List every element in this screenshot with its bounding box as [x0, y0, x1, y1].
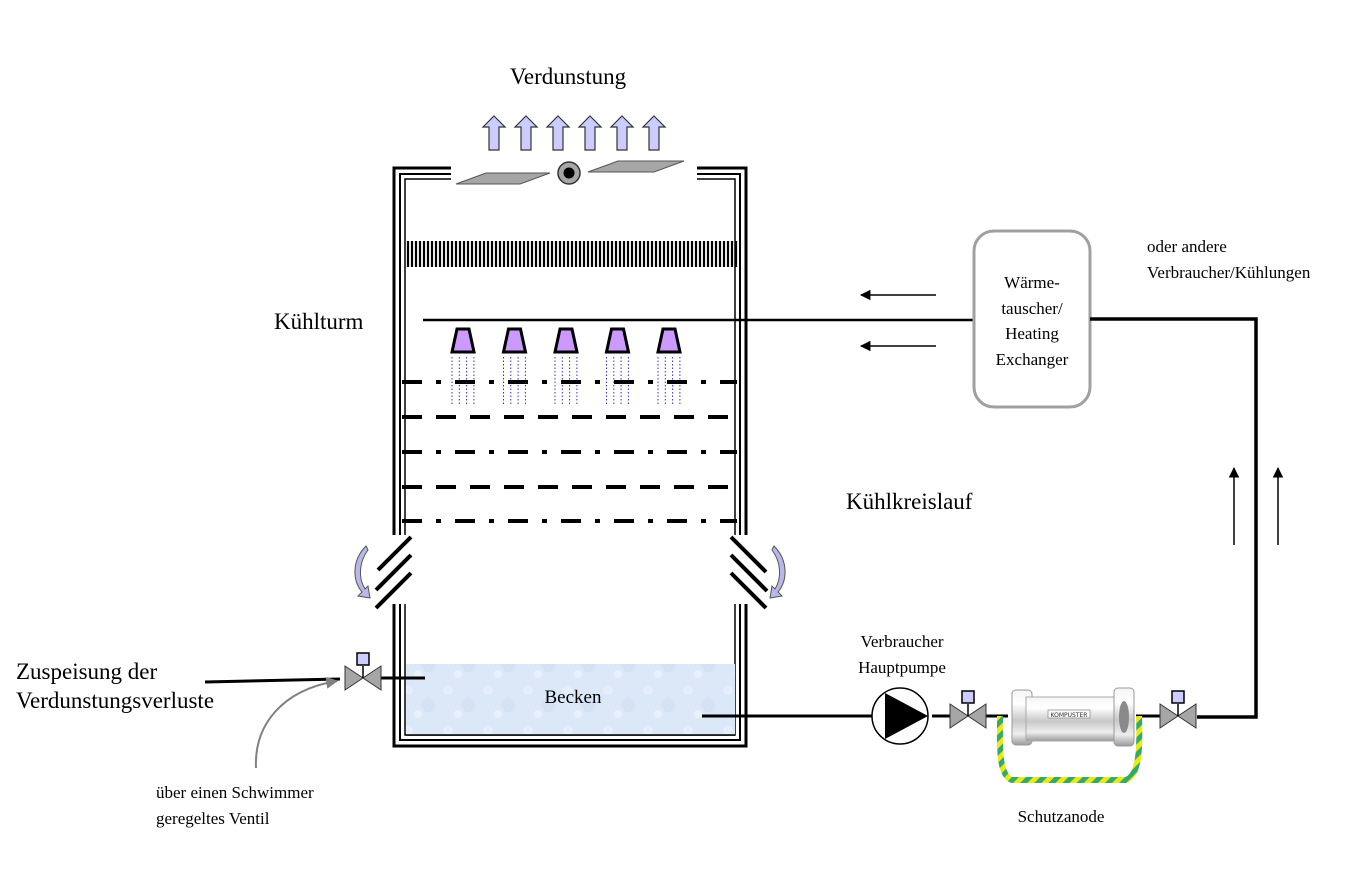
evaporation-arrow-icon [545, 115, 571, 151]
fan [455, 160, 685, 185]
float-valve-label-line2: geregeltes Ventil [156, 809, 270, 828]
main-pump-label-line2: Hauptpumpe [858, 658, 946, 677]
feed-label-line1: Zuspeisung der [16, 659, 158, 684]
spray-nozzle [604, 327, 631, 404]
other-consumers-label-line1: oder andere [1147, 237, 1227, 256]
evaporation-label: Verdunstung [510, 64, 627, 89]
main-pump-label-line1: Verbraucher [860, 632, 943, 651]
heat-exchanger-label-line2: tauscher/ [1001, 299, 1063, 318]
nozzle-icon [656, 327, 682, 354]
protective-anode: KOMPUSTER [1011, 687, 1135, 747]
fill-layers [402, 380, 737, 523]
heat-exchanger-label-line3: Heating [1005, 324, 1059, 343]
air-flow-arrow-left-icon [354, 545, 371, 599]
basin-label-overlay: Becken [545, 687, 602, 708]
heat-exchanger [972, 229, 1092, 409]
heat-exchanger-label-line1: Wärme- [1004, 273, 1060, 292]
nozzle-icon [553, 327, 579, 354]
evaporation-arrow-icon [481, 115, 507, 151]
evaporation-arrow-icon [577, 115, 603, 151]
nozzle-icon [604, 327, 631, 354]
other-consumers-label-line2: Verbraucher/Kühlungen [1147, 263, 1311, 282]
pump-triangle-icon [885, 693, 928, 739]
nozzle-icon [450, 327, 476, 354]
spray-nozzle [501, 327, 528, 404]
spray-nozzle [450, 327, 476, 404]
nozzle-icon [501, 327, 528, 354]
drift-eliminator [406, 241, 738, 267]
valve-actuator-icon [356, 652, 370, 666]
basin-water [406, 664, 735, 735]
air-inlet-right [729, 535, 786, 610]
heat-exchanger-label-line4: Exchanger [996, 350, 1069, 369]
main-pump[interactable] [871, 687, 929, 745]
anode-body [1025, 696, 1119, 742]
fan-blade-left [455, 172, 551, 185]
fan-hub-center [563, 167, 575, 179]
pump-outlet-valve[interactable] [949, 690, 987, 729]
feed-valve[interactable] [344, 652, 382, 691]
feed-label-line2: Verdunstungsverluste [16, 688, 214, 713]
evaporation-arrow-icon [513, 115, 539, 151]
cooling-tower-label: Kühlturm [274, 309, 364, 334]
float-valve-label-line1: über einen Schwimmer [156, 783, 314, 802]
protective-anode-label: Schutzanode [1018, 807, 1105, 826]
cooling-circuit-label: Kühlkreislauf [846, 489, 973, 514]
feed-pipe [204, 677, 341, 684]
anode-brand-label: KOMPUSTER [1051, 712, 1088, 719]
spray-nozzles [450, 327, 682, 404]
air-inlet-left [354, 535, 413, 610]
anode-ground-cable [996, 715, 1143, 783]
spray-nozzle [656, 327, 682, 404]
evaporation-arrows [481, 115, 667, 151]
valve-actuator-icon [1171, 690, 1185, 704]
evaporation-arrow-icon [609, 115, 635, 151]
evaporation-arrow-icon [641, 115, 667, 151]
fan-blade-right [587, 160, 685, 173]
tower-walls [392, 166, 748, 748]
return-pipe [1090, 317, 1258, 719]
float-pointer-arrow [254, 676, 339, 769]
anode-outlet-valve[interactable] [1159, 690, 1197, 729]
air-flow-arrow-right-icon [769, 545, 786, 599]
valve-actuator-icon [961, 690, 975, 704]
spray-nozzle [553, 327, 579, 404]
